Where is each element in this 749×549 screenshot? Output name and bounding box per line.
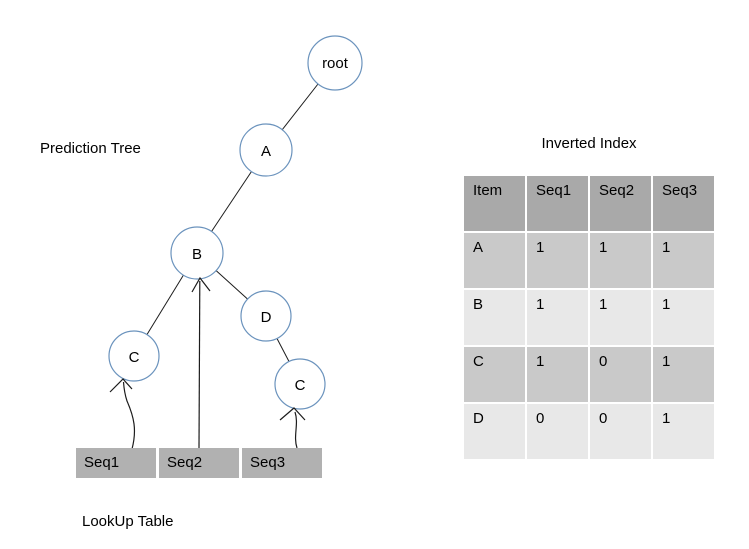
inverted-index-title: Inverted Index [541,135,637,152]
table-cell-a-seq2: 1 [590,233,651,288]
lookup-table-title: LookUp Table [82,513,174,530]
table-cell-c-seq1: 1 [527,347,588,402]
table-header-seq1: Seq1 [527,176,588,231]
tree-node-A [239,123,293,177]
table-cell-b-seq3: 1 [653,290,714,345]
edge-A-B [211,171,252,232]
table-cell-c-item: C [464,347,525,402]
table-cell-d-seq2: 0 [590,404,651,459]
table-header-item: Item [464,176,525,231]
arrowhead-seq3-icon [279,407,306,421]
table-cell-a-item: A [464,233,525,288]
table-cell-a-seq3: 1 [653,233,714,288]
tree-node-label-root: root [322,55,349,72]
edge-B-C-left [146,274,184,335]
table-cell-b-item: B [464,290,525,345]
tree-node-label-C-left: C [129,349,140,366]
table-cell-d-seq1: 0 [527,404,588,459]
inverted-index-table: Item Seq1 Seq2 Seq3 A 1 1 1 B 1 1 1 C 1 … [464,176,714,459]
tree-node-C-right [274,358,326,410]
table-cell-a-seq1: 1 [527,233,588,288]
lookup-table-bar: Seq1 Seq2 Seq3 [76,448,322,478]
edge-root-A [281,83,319,131]
tree-node-C-left [108,330,160,382]
tree-node-root [307,35,363,91]
lookup-cell-seq1: Seq1 [76,448,156,478]
arrowhead-seq1-icon [109,378,133,393]
tree-node-label-B: B [192,246,202,263]
table-cell-c-seq3: 1 [653,347,714,402]
table-header-seq3: Seq3 [653,176,714,231]
edge-D-C-right [276,338,290,362]
arrowhead-seq2-icon [191,276,211,293]
prediction-tree-title: Prediction Tree [40,140,141,157]
arrow-seq1-to-c-left [122,381,136,450]
table-cell-b-seq1: 1 [527,290,588,345]
arrow-seq2-to-b [198,280,201,449]
tree-node-label-D: D [261,309,272,326]
table-cell-d-seq3: 1 [653,404,714,459]
table-header-seq2: Seq2 [590,176,651,231]
arrow-seq3-to-c-right [294,411,298,449]
table-cell-d-item: D [464,404,525,459]
tree-node-D [240,290,292,342]
lookup-cell-seq3: Seq3 [242,448,322,478]
edge-B-D [215,270,248,300]
table-cell-c-seq2: 0 [590,347,651,402]
table-cell-b-seq2: 1 [590,290,651,345]
lookup-cell-seq2: Seq2 [159,448,239,478]
tree-node-B [170,226,224,280]
tree-node-label-C-right: C [295,377,306,394]
tree-node-label-A: A [261,143,271,160]
